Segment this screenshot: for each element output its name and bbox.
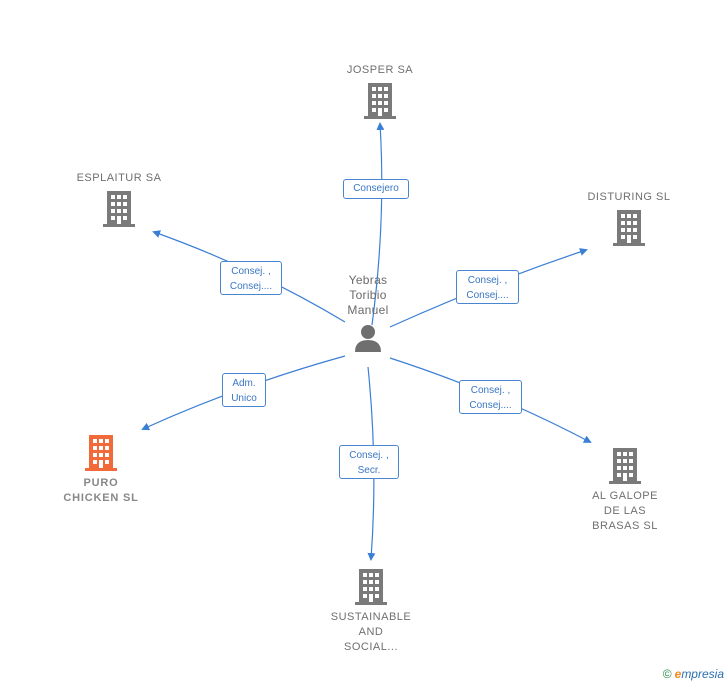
company-puro-chicken[interactable]: PURO CHICKEN SL (46, 435, 156, 506)
company-label: JOSPER SA (346, 64, 414, 76)
person-icon (355, 325, 381, 352)
relation-label-sustainable[interactable]: Consej. , Secr. (339, 445, 399, 479)
edge-josper (371, 122, 385, 326)
building-icon (355, 569, 387, 605)
center-person[interactable]: Yebras Toribio Manuel (326, 273, 410, 353)
brand-name: mpresia (681, 667, 724, 681)
company-esplaitur[interactable]: ESPLAITUR SA (64, 171, 174, 227)
company-label: ESPLAITUR SA (76, 172, 162, 184)
person-label: Yebras Toribio Manuel (347, 273, 389, 317)
building-icon (609, 448, 641, 484)
company-al-galope[interactable]: AL GALOPE DE LAS BRASAS SL (570, 448, 680, 534)
company-josper[interactable]: JOSPER SA (330, 63, 430, 119)
company-label: DISTURING SL (587, 191, 671, 203)
relation-label-esplaitur[interactable]: Consej. , Consej.... (220, 261, 282, 295)
building-icon (613, 210, 645, 246)
footer-brand[interactable]: ©empresia (663, 667, 724, 681)
building-icon (364, 83, 396, 119)
building-icon (103, 191, 135, 227)
copyright-icon: © (662, 667, 672, 681)
company-label: SUSTAINABLE AND SOCIAL... (330, 611, 412, 653)
relation-label-josper[interactable]: Consejero (343, 179, 409, 199)
company-sustainable[interactable]: SUSTAINABLE AND SOCIAL... (316, 569, 426, 655)
relation-label-disturing[interactable]: Consej. , Consej.... (456, 270, 519, 304)
building-icon (85, 435, 117, 471)
brand-logo-letter: e (674, 667, 682, 681)
company-label: AL GALOPE DE LAS BRASAS SL (592, 490, 658, 532)
relation-label-galope[interactable]: Consej. , Consej.... (459, 380, 522, 414)
company-label: PURO CHICKEN SL (63, 477, 139, 504)
company-disturing[interactable]: DISTURING SL (573, 190, 685, 246)
relation-label-puro[interactable]: Adm. Unico (222, 373, 266, 407)
